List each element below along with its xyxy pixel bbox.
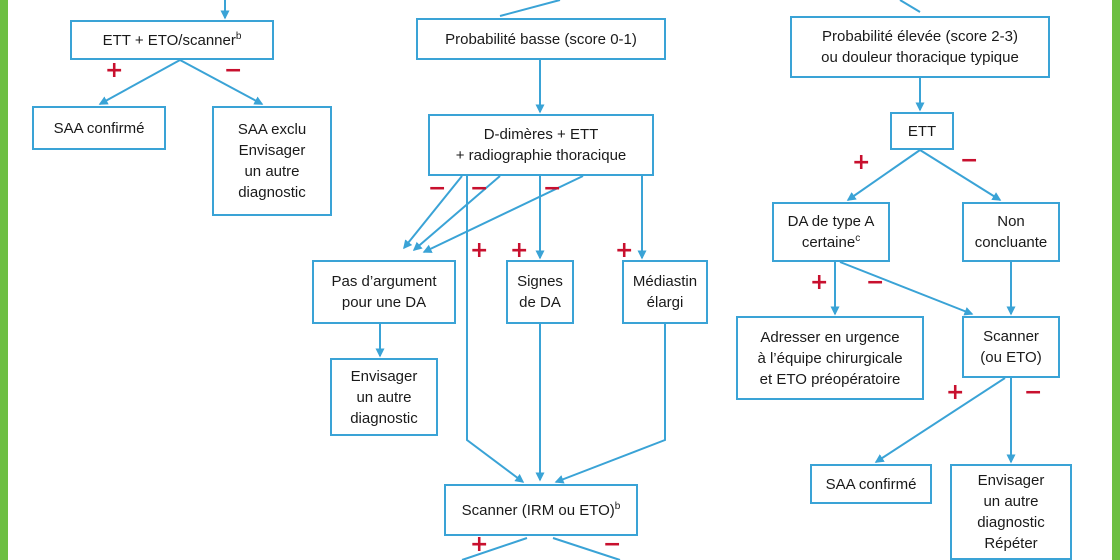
node-signes-da: Signes de DA (506, 260, 574, 324)
minus-sign: − (543, 176, 562, 201)
minus-sign: − (866, 270, 885, 295)
node-ddimeres: D-dimères + ETT + radiographie thoraciqu… (428, 114, 654, 176)
node-saa-exclu: SAA exclu Envisager un autre diagnostic (212, 106, 332, 216)
node-text-line: de DA (519, 294, 561, 311)
node-text-line: SAA exclu (237, 121, 307, 138)
node-text-line: Envisager (238, 142, 306, 159)
arrow-scanner-eto-to-saa-confirme (874, 377, 1006, 463)
node-text-line: diagnostic (350, 409, 418, 427)
footnote-c: c (855, 233, 861, 244)
arrow-da-type-a-to-scanner-eto (839, 261, 974, 316)
node-scanner-irm: Scanner (IRM ou ETO)b (444, 484, 638, 536)
arrow-ett-to-da-type-a (846, 149, 921, 201)
node-prob-elevee: Probabilité élevée (score 2-3) ou douleu… (790, 16, 1050, 78)
node-text-line: + radiographie thoracique (455, 147, 627, 164)
arrow-ett-eto-to-saa-exclu (179, 59, 264, 105)
minus-sign: − (428, 176, 447, 201)
node-ett-eto-scanner-text: ETT + ETO/scanner (102, 31, 236, 49)
node-text-line: un autre (356, 388, 412, 406)
node-mediastin: Médiastin élargi (622, 260, 708, 324)
node-text-line: Probabilité élevée (score 2-3) (822, 28, 1018, 45)
node-text: ETT (907, 122, 937, 140)
node-text-line: certaine (801, 234, 856, 251)
node-text: SAA confirmé (825, 475, 917, 493)
node-text-line: Répéter (984, 535, 1038, 552)
node-text-line: pour une DA (341, 294, 427, 311)
node-text-line: Envisager (350, 367, 418, 385)
node-scanner-irm-text: Scanner (IRM ou ETO) (461, 501, 615, 519)
node-da-type-a: DA de type A certainec (772, 202, 890, 262)
node-text-line: et ETO préopératoire (759, 370, 901, 388)
node-ett-right: ETT (890, 112, 954, 150)
arrow-mediastin-to-scanner-irm (554, 324, 666, 484)
plus-sign: + (852, 150, 871, 175)
right-border-bar (1112, 0, 1120, 560)
node-saa-confirme-left: SAA confirmé (32, 106, 166, 150)
footnote-b: b (614, 500, 621, 512)
minus-sign: − (224, 58, 243, 83)
node-text-line: Signes (517, 273, 563, 290)
node-text-line: Médiastin (632, 273, 698, 290)
node-text-line: Adresser en urgence (760, 328, 900, 346)
node-text-line: Non (997, 213, 1025, 230)
plus-sign: + (510, 238, 529, 263)
node-adresser: Adresser en urgence à l’équipe chirurgic… (736, 316, 924, 400)
left-border-bar (0, 0, 8, 560)
node-text-line: D-dimères + ETT (483, 126, 599, 143)
plus-sign: + (470, 238, 489, 263)
node-text-line: un autre (244, 163, 300, 180)
arrow-scanner-irm-out-minus (552, 537, 621, 560)
arrow-ddimeres-to-pas-argument-1 (403, 175, 463, 250)
node-pas-argument: Pas d’argument pour une DA (312, 260, 456, 324)
footnote-b: b (235, 30, 242, 42)
minus-sign: − (1024, 380, 1043, 405)
node-envisager-right: Envisager un autre diagnostic Répéter (950, 464, 1072, 560)
node-text-line: (ou ETO) (980, 349, 1042, 366)
arrow-ddimeres-to-scanner-irm (466, 176, 525, 483)
arrow-ett-eto-to-saa-confirme (98, 59, 181, 105)
node-non-concluante: Non concluante (962, 202, 1060, 262)
plus-sign: + (615, 238, 634, 263)
node-envisager-mid: Envisager un autre diagnostic (330, 358, 438, 436)
minus-sign: − (960, 148, 979, 173)
node-prob-basse: Probabilité basse (score 0-1) (416, 18, 666, 60)
arrow-into-prob-elevee-stub (899, 0, 921, 13)
node-scanner-eto-right: Scanner (ou ETO) (962, 316, 1060, 378)
node-text-line: diagnostic (977, 514, 1045, 531)
node-text-line: Pas d’argument (331, 273, 437, 290)
minus-sign: − (603, 532, 622, 557)
node-text-line: Scanner (983, 328, 1039, 345)
plus-sign: + (810, 270, 829, 295)
node-text-line: élargi (646, 294, 684, 311)
arrow-ddimeres-to-pas-argument-3 (422, 175, 584, 253)
node-text-line: diagnostic (238, 184, 306, 201)
arrow-into-prob-basse-stub (499, 0, 561, 17)
node-text: SAA confirmé (53, 119, 145, 137)
node-text-line: ou douleur thoracique typique (821, 49, 1019, 66)
node-saa-confirme-right: SAA confirmé (810, 464, 932, 504)
node-text-line: un autre (983, 493, 1039, 510)
arrow-ddimeres-to-pas-argument-2 (412, 175, 501, 251)
node-text-line: à l’équipe chirurgicale (757, 349, 903, 367)
arrow-ett-to-non-concluante (919, 149, 1002, 201)
node-ett-eto-scanner: ETT + ETO/scannerb (70, 20, 274, 60)
plus-sign: + (105, 58, 124, 83)
node-text-line: Envisager (977, 472, 1045, 489)
node-text-line: concluante (974, 234, 1048, 251)
node-text-line: DA de type A (787, 213, 875, 230)
plus-sign: + (470, 532, 489, 557)
minus-sign: − (470, 176, 489, 201)
node-text: Probabilité basse (score 0-1) (445, 30, 637, 48)
plus-sign: + (946, 380, 965, 405)
arrow-scanner-irm-out-plus (461, 537, 528, 560)
